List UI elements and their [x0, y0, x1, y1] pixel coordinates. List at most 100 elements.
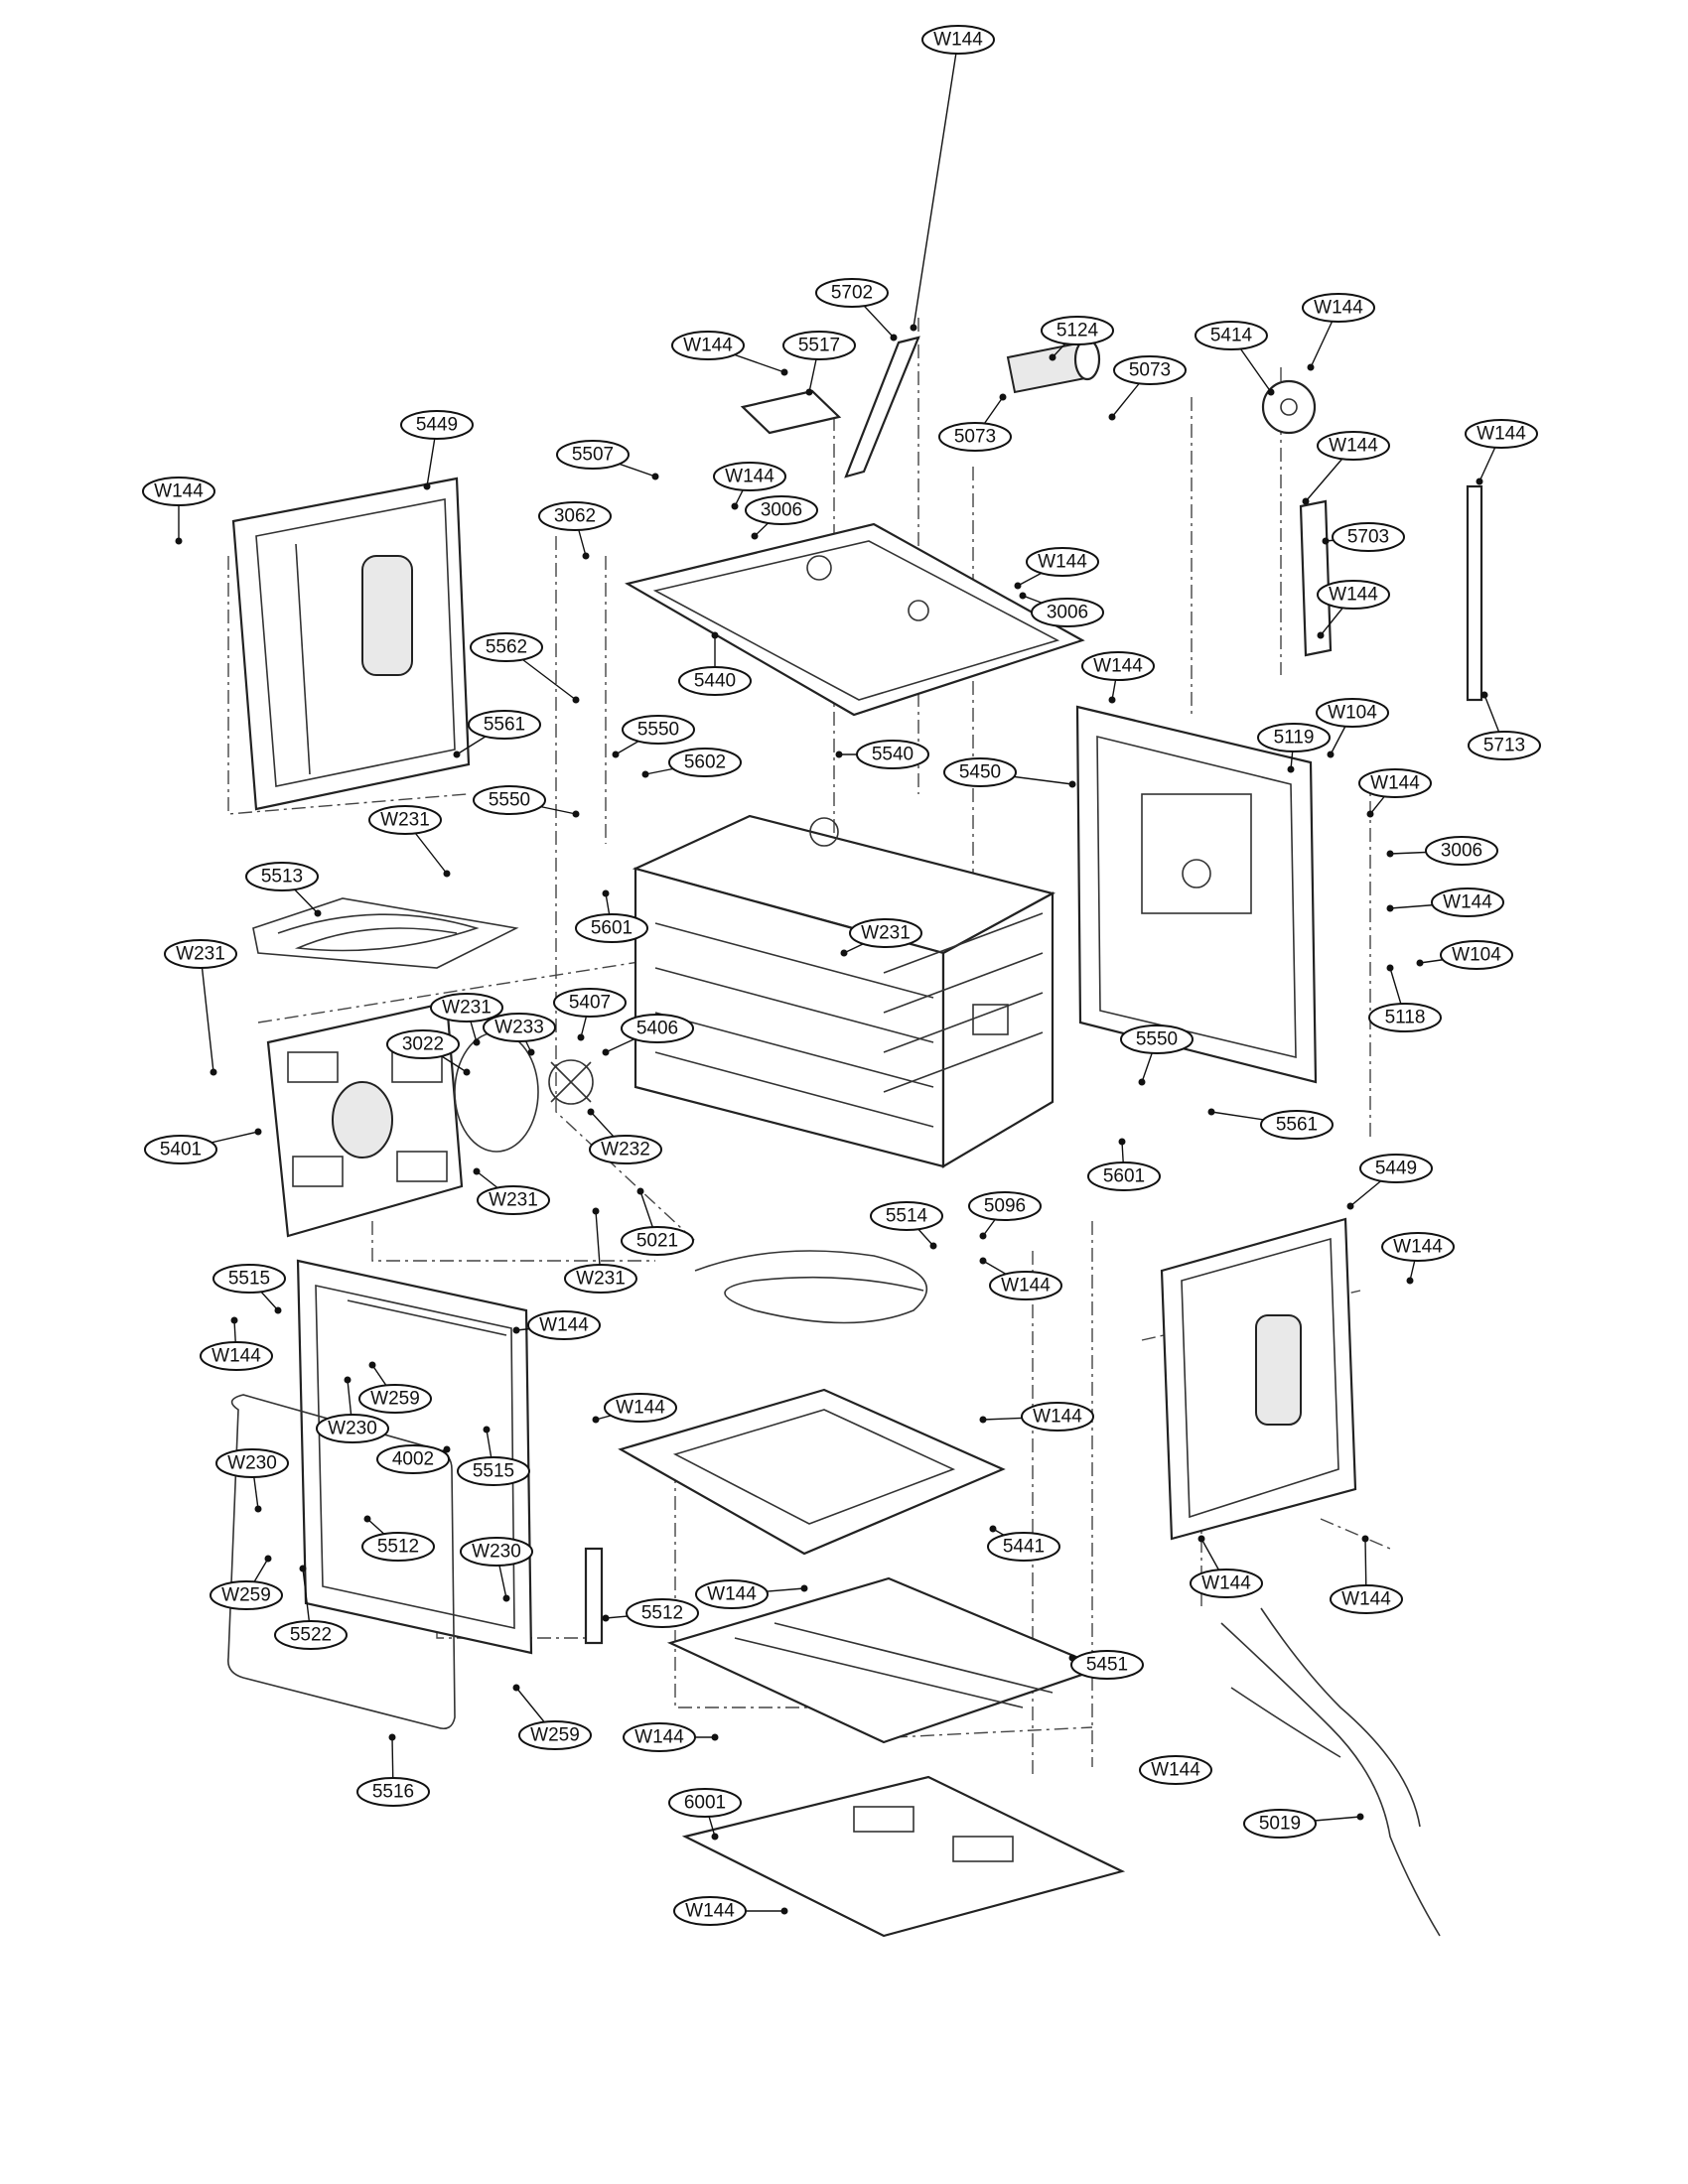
callout-label: W259 [530, 1725, 580, 1746]
part-callout-3006: 3006 [1386, 836, 1498, 866]
callout-bubble [1081, 651, 1155, 681]
callout-leader-dot [175, 537, 183, 545]
part-callout-5406: 5406 [602, 1014, 694, 1056]
callout-leader-dot [999, 393, 1007, 401]
callout-bubble [1257, 723, 1331, 752]
callout-label: W144 [1093, 656, 1143, 677]
callout-label: 5561 [484, 715, 525, 736]
callout-label: W231 [576, 1269, 626, 1290]
callout-leader-dot [602, 1048, 610, 1056]
part-callout-w144: W144 [512, 1310, 601, 1340]
callout-label: W231 [380, 810, 430, 831]
callout-label: 5507 [572, 445, 614, 466]
part-callout-5512: 5512 [361, 1515, 435, 1562]
part-callout-w104: W104 [1416, 940, 1513, 970]
callout-bubble [358, 1384, 432, 1414]
callout-label: W104 [1328, 703, 1377, 724]
part-callout-5540: 5540 [835, 740, 929, 769]
callout-label: W144 [685, 1901, 735, 1922]
callout-label: 3022 [402, 1034, 444, 1055]
callout-bubble [368, 805, 442, 835]
rail-5713 [1466, 484, 1483, 702]
callout-label: 5601 [591, 918, 633, 939]
callout-bubble [856, 740, 929, 769]
callout-bubble [215, 1448, 289, 1478]
part-callout-w144: W144 [1317, 580, 1390, 639]
callout-bubble [361, 1532, 435, 1562]
callout-leader-dot [636, 1187, 644, 1195]
callout-leader-dot [443, 1445, 451, 1453]
callout-label: 3062 [554, 506, 596, 527]
part-callout-5450: 5450 [943, 757, 1076, 788]
callout-bubble [621, 1226, 694, 1256]
callout-bubble [473, 785, 546, 815]
part-callout-5073: 5073 [938, 393, 1012, 452]
part-callout-5514: 5514 [870, 1201, 943, 1250]
callout-bubble [538, 501, 612, 531]
callout-leader-dot [711, 1733, 719, 1741]
part-callout-5507: 5507 [556, 440, 659, 480]
callout-bubble [1243, 1809, 1317, 1839]
callout-label: W144 [539, 1315, 589, 1336]
callout-label: W230 [227, 1453, 277, 1474]
callout-label: 5406 [636, 1019, 678, 1039]
callout-bubble [556, 440, 630, 470]
callout-leader-dot [443, 870, 451, 878]
oven-top-panel [625, 522, 1085, 717]
callout-leader-dot [1307, 363, 1315, 371]
callout-leader-dot [1207, 1108, 1215, 1116]
part-callout-6001: 6001 [668, 1788, 742, 1841]
callout-bubble [1431, 887, 1504, 917]
callout-bubble [1021, 1402, 1094, 1432]
callout-bubble [745, 495, 818, 525]
convection-fan-cover [266, 1001, 464, 1238]
part-callout-4002: 4002 [376, 1444, 451, 1474]
callout-label: W144 [707, 1584, 757, 1605]
callout-bubble [713, 462, 786, 491]
part-callout-w259: W259 [512, 1684, 592, 1750]
bottom-cover [666, 1576, 1106, 1744]
callout-bubble [604, 1393, 677, 1423]
part-callout-5073: 5073 [1108, 355, 1187, 421]
callout-bubble [274, 1620, 348, 1650]
part-callout-5522: 5522 [274, 1565, 348, 1650]
callout-bubble [245, 862, 319, 891]
callout-leader-dot [582, 552, 590, 560]
callout-bubble [1041, 316, 1114, 345]
part-callout-3006: 3006 [745, 495, 818, 540]
callout-leader-dot [1317, 631, 1325, 639]
callout-leader-dot [483, 1426, 491, 1433]
part-callout-w231: W231 [164, 939, 237, 1076]
callout-bubble [468, 710, 541, 740]
callout-bubble [1317, 431, 1390, 461]
part-callout-5440: 5440 [678, 631, 752, 696]
callout-label: 3006 [1047, 603, 1088, 623]
callout-label: 5550 [637, 720, 679, 741]
bracket-5702 [844, 336, 920, 478]
callout-leader-dot [1108, 696, 1116, 704]
callout-leader-dot [1019, 592, 1027, 600]
part-callout-w144: W144 [671, 331, 788, 376]
callout-leader-dot [979, 1232, 987, 1240]
oven-cavity [632, 814, 1055, 1168]
callout-bubble [1358, 768, 1432, 798]
callout-label: 3006 [761, 500, 802, 521]
callout-label: W144 [616, 1398, 665, 1419]
callout-label: 5449 [416, 415, 458, 436]
callout-bubble [782, 331, 856, 360]
callout-label: 5522 [290, 1625, 332, 1646]
rear-panel [1075, 705, 1318, 1084]
callout-bubble [943, 757, 1017, 787]
callout-leader-dot [453, 751, 461, 758]
part-callout-5703: 5703 [1322, 522, 1405, 552]
callout-bubble [987, 1532, 1060, 1562]
callout-label: W144 [1314, 298, 1363, 319]
callout-bubble [1381, 1232, 1455, 1262]
part-callout-3006: 3006 [1019, 592, 1104, 627]
convection-motor [1006, 338, 1101, 394]
callout-leader-dot [751, 532, 759, 540]
callout-leader-dot [363, 1515, 371, 1523]
part-callout-w144: W144 [623, 1722, 719, 1752]
callout-label: 5119 [1274, 728, 1315, 749]
